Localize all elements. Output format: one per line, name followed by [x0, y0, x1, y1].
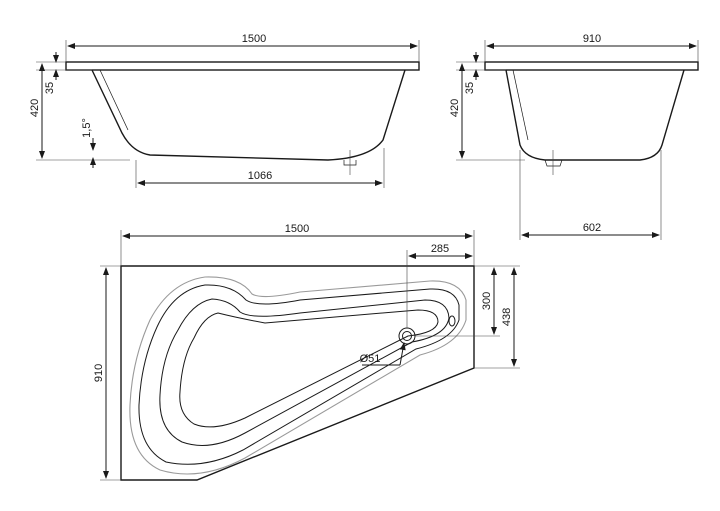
- plan-length-label: 1500: [285, 223, 309, 235]
- plan-drain-x-label: 285: [431, 243, 449, 255]
- side-view-tub-body: [91, 69, 406, 161]
- side-bottom-label: 1066: [248, 170, 272, 182]
- plan-width-label: 910: [93, 364, 105, 382]
- end-width-label: 910: [583, 33, 601, 45]
- side-slope-label: 1,5°: [81, 118, 93, 138]
- end-view-drain: [544, 159, 563, 167]
- side-view-rim: [65, 61, 420, 71]
- end-view: 910 420 35 602: [449, 33, 699, 240]
- plan-drain-y-label: 300: [481, 292, 493, 310]
- end-bottom-label: 602: [583, 222, 601, 234]
- side-length-label: 1500: [242, 33, 266, 45]
- end-rim-label: 35: [464, 82, 476, 94]
- plan-overflow: [448, 315, 456, 327]
- plan-drain-inner: [402, 331, 412, 341]
- side-rim-label: 35: [44, 82, 56, 94]
- plan-basin-outer: [159, 298, 450, 446]
- end-depth-label: 420: [449, 99, 461, 117]
- side-depth-label: 420: [29, 99, 41, 117]
- plan-outer-shelf: [129, 276, 467, 475]
- plan-shelf-contour: [138, 284, 460, 465]
- plan-corner-label: 438: [501, 308, 513, 326]
- plan-drain-diameter-label: Ø51: [360, 353, 381, 365]
- plan-outline: [120, 265, 475, 481]
- end-view-rim: [484, 61, 699, 71]
- plan-view: 1500 285 300 438 910 Ø51: [93, 223, 520, 481]
- end-view-tub-body: [505, 69, 685, 161]
- side-view: 1500 420 35 1,5° 1066: [29, 33, 420, 188]
- plan-basin-inner: [179, 309, 439, 428]
